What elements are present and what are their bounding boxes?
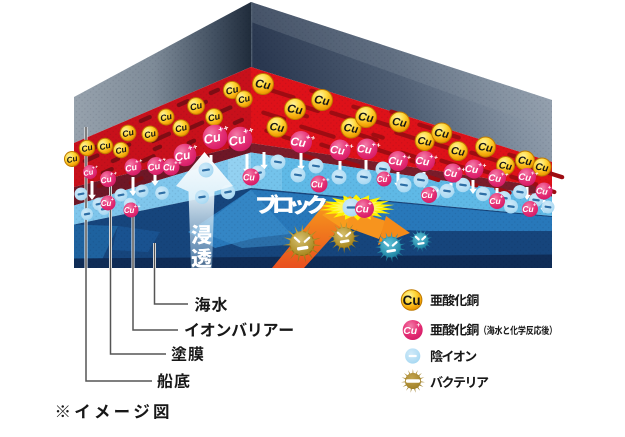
svg-text:Cu: Cu — [159, 111, 173, 124]
svg-text:++: ++ — [402, 154, 412, 162]
svg-text:++: ++ — [242, 124, 255, 136]
svg-text:Cu: Cu — [356, 143, 372, 157]
svg-text:+: + — [368, 201, 372, 208]
svg-text:++: ++ — [547, 185, 556, 192]
svg-text:Cu: Cu — [286, 102, 303, 117]
svg-text:Cu: Cu — [202, 129, 222, 147]
svg-text:Cu: Cu — [290, 135, 307, 150]
svg-text:Cu: Cu — [343, 122, 360, 136]
svg-text:Cu: Cu — [377, 175, 388, 184]
svg-text:Cu: Cu — [243, 172, 255, 182]
svg-text:++: ++ — [530, 171, 539, 178]
svg-text:Cu: Cu — [311, 179, 323, 189]
svg-text:Cu: Cu — [388, 155, 404, 169]
svg-text:Cu: Cu — [143, 128, 157, 141]
svg-text:++: ++ — [110, 171, 119, 178]
svg-text:Cu: Cu — [114, 144, 128, 157]
svg-text:Cu: Cu — [357, 110, 374, 125]
svg-text:Cu: Cu — [207, 111, 222, 124]
svg-text:Cu: Cu — [403, 325, 418, 337]
svg-text:Cu: Cu — [121, 127, 135, 140]
svg-text:Cu: Cu — [189, 100, 204, 113]
svg-text:Cu: Cu — [391, 116, 408, 130]
svg-text:+: + — [533, 203, 537, 209]
svg-text:++: ++ — [457, 166, 467, 174]
svg-text:Cu: Cu — [83, 167, 95, 178]
svg-text:++: ++ — [134, 204, 141, 210]
svg-text:Cu: Cu — [227, 131, 247, 149]
svg-text:Cu: Cu — [522, 204, 533, 214]
svg-text:Cu: Cu — [66, 154, 79, 165]
svg-text:Cu: Cu — [98, 140, 112, 153]
svg-text:++: ++ — [322, 178, 330, 184]
svg-text:Cu: Cu — [313, 93, 330, 108]
svg-text:Cu: Cu — [464, 164, 479, 177]
svg-text:Cu: Cu — [489, 196, 500, 206]
svg-text:Cu: Cu — [517, 154, 533, 168]
svg-text:Cu: Cu — [329, 144, 345, 158]
svg-text:Cu: Cu — [421, 190, 432, 200]
svg-text:Cu: Cu — [174, 122, 189, 135]
svg-text:++: ++ — [429, 154, 439, 162]
svg-text:Cu: Cu — [225, 84, 240, 98]
svg-text:Cu: Cu — [237, 93, 252, 106]
svg-text:++: ++ — [478, 162, 488, 170]
svg-text:Cu: Cu — [415, 155, 431, 169]
svg-text:Cu: Cu — [417, 135, 433, 149]
svg-text:+: + — [500, 195, 504, 201]
svg-text:Cu: Cu — [443, 168, 458, 181]
svg-text:Cu: Cu — [163, 162, 175, 172]
svg-text:Cu: Cu — [124, 206, 135, 215]
svg-text:++: ++ — [432, 189, 440, 195]
svg-text:++: ++ — [135, 158, 144, 166]
svg-text:Cu: Cu — [488, 172, 502, 185]
svg-text:Cu: Cu — [173, 147, 192, 164]
svg-text:Cu: Cu — [80, 142, 94, 155]
svg-text:Cu: Cu — [101, 199, 112, 208]
svg-text:++: ++ — [174, 161, 182, 167]
svg-text:Cu: Cu — [124, 162, 138, 174]
svg-text:++: ++ — [305, 132, 316, 142]
svg-text:Cu: Cu — [254, 77, 271, 92]
svg-text:++: ++ — [158, 157, 167, 165]
svg-text:++: ++ — [91, 164, 99, 170]
svg-text:Cu: Cu — [403, 293, 421, 308]
svg-text:+: + — [387, 173, 391, 179]
svg-text:++: ++ — [217, 122, 230, 134]
svg-text:Cu: Cu — [477, 141, 494, 155]
svg-text:Cu: Cu — [100, 174, 113, 186]
svg-text:Cu: Cu — [450, 145, 466, 159]
svg-text:++: ++ — [187, 142, 199, 153]
svg-text:++: ++ — [500, 172, 509, 179]
svg-text:Cu: Cu — [498, 160, 513, 173]
svg-text:Cu: Cu — [535, 185, 549, 197]
svg-text:Cu: Cu — [518, 171, 532, 184]
svg-text:Cu: Cu — [355, 204, 368, 215]
svg-text:Cu: Cu — [269, 121, 286, 135]
svg-text:++: ++ — [417, 322, 426, 329]
svg-text:+: + — [254, 171, 258, 177]
svg-text:Cu: Cu — [534, 162, 549, 175]
svg-text:++: ++ — [344, 142, 355, 151]
svg-text:++: ++ — [371, 141, 382, 150]
svg-text:Cu: Cu — [433, 127, 450, 141]
svg-text:Cu: Cu — [147, 161, 162, 174]
svg-text:+: + — [111, 197, 115, 203]
